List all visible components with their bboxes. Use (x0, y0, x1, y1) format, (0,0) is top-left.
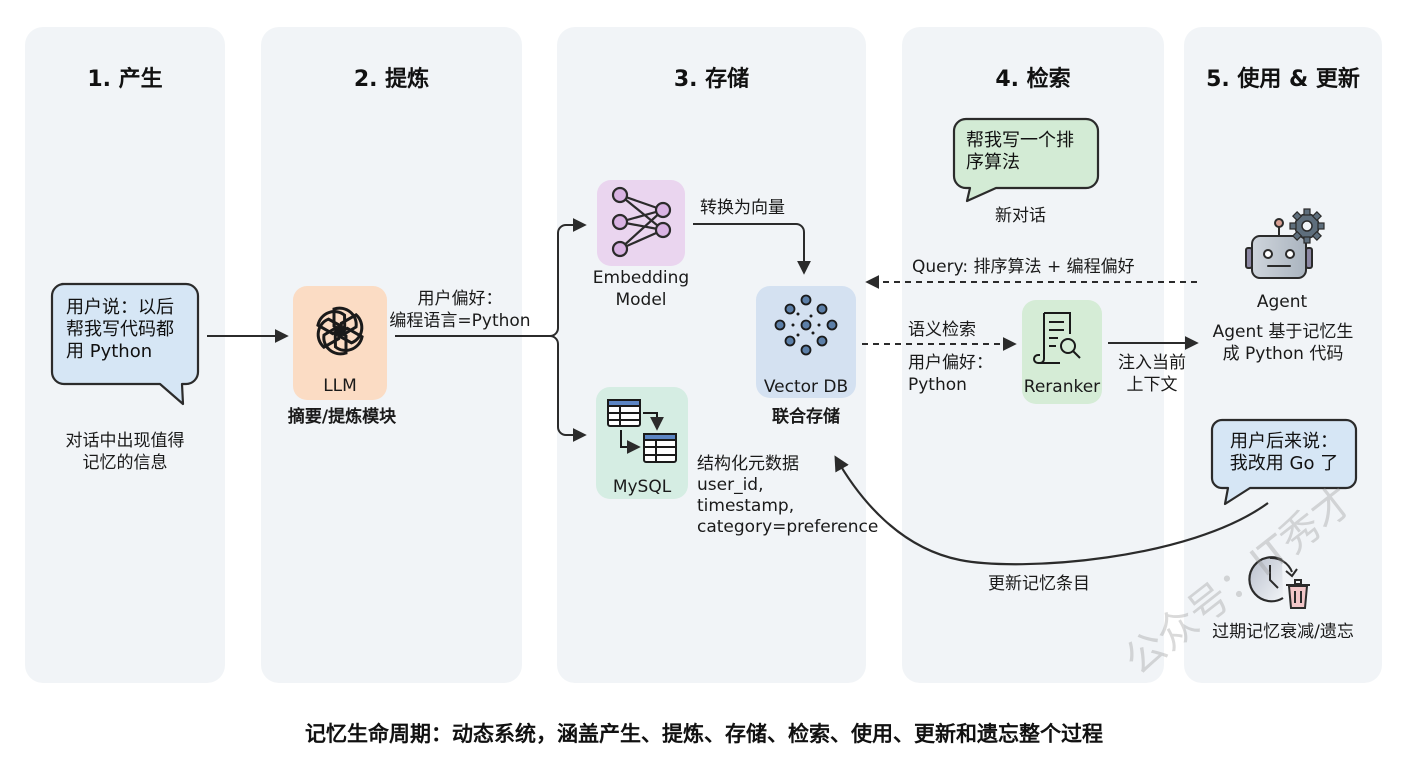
bubble-line: 用户说：以后 (66, 297, 174, 318)
query-label: Query: 排序算法 + 编程偏好 (912, 257, 1135, 277)
stage-title-2: 2. 提炼 (353, 67, 430, 92)
bubble-line: 用 Python (66, 341, 153, 362)
document-search-icon (1033, 312, 1081, 364)
bubble-line: 我改用 Go 了 (1229, 453, 1339, 474)
update-memory-label: 更新记忆条目 (988, 574, 1090, 594)
vectordb-caption: 联合存储 (772, 407, 840, 427)
metadata-line: user_id, (697, 475, 764, 495)
metadata-line: 结构化元数据 (697, 454, 799, 474)
vectordb-tile (756, 286, 856, 398)
bubble-line: 帮我写一个排 (966, 130, 1074, 151)
llm-label: LLM (323, 376, 357, 396)
stage-title-1: 1. 产生 (87, 67, 163, 92)
openai-knot-icon (310, 304, 370, 358)
stage-title-3: 3. 存储 (673, 67, 750, 92)
robot-agent-icon (1245, 218, 1313, 279)
caption-line: 对话中出现值得 (65, 431, 185, 451)
retrieved-preference: 用户偏好： Python (908, 352, 993, 396)
metadata-line: timestamp, (697, 496, 795, 516)
vector-dots-icon (774, 294, 838, 356)
bubble-line: 序算法 (966, 152, 1020, 173)
to-vector-label: 转换为向量 (700, 198, 785, 218)
preference-line: 编程语言=Python (389, 311, 531, 331)
forget-caption: 过期记忆衰减/遗忘 (1212, 622, 1354, 642)
arrow-to-vectordb (693, 223, 811, 275)
extracted-preference: 用户偏好： 编程语言=Python (385, 288, 535, 332)
user-message-text: 用户说：以后 帮我写代码都 用 Python (66, 297, 174, 363)
new-conversation-text: 帮我写一个排 序算法 (966, 130, 1074, 174)
inject-line: 上下文 (1126, 375, 1178, 395)
caption-line: 记忆的信息 (82, 453, 168, 473)
embedding-model-label: Embedding Model (581, 267, 701, 311)
result-line: Python (908, 375, 967, 395)
structured-metadata: 结构化元数据 user_id, timestamp, category=pref… (697, 454, 878, 538)
table-sync-icon (607, 399, 677, 463)
user-message-bubble (50, 282, 200, 406)
semantic-retrieval-label: 语义检索 (908, 320, 976, 340)
preference-line: 用户偏好： (417, 289, 503, 309)
stage-title-4: 4. 检索 (995, 67, 1071, 92)
label-line: Embedding (592, 268, 690, 288)
inject-context-label: 注入当前 上下文 (1110, 352, 1194, 396)
mysql-label: MySQL (612, 477, 672, 497)
bubble-line: 用户后来说： (1230, 431, 1338, 452)
llm-caption: 摘要/提炼模块 (287, 407, 397, 427)
metadata-line: category=preference (697, 517, 879, 537)
new-conversation-caption: 新对话 (995, 206, 1046, 226)
inject-line: 注入当前 (1118, 353, 1186, 373)
branch-connector (395, 218, 587, 442)
vectordb-label: Vector DB (763, 377, 849, 397)
caption-line: 成 Python 代码 (1222, 344, 1344, 364)
user-update-bubble (1210, 418, 1358, 506)
trash-icon (1286, 579, 1310, 609)
caption-line: Agent 基于记忆生 (1212, 322, 1354, 342)
gear-icon (1289, 208, 1325, 244)
embedding-tile (597, 180, 685, 266)
reranker-label: Reranker (1023, 377, 1101, 397)
agent-label: Agent (1256, 292, 1308, 312)
llm-tile (293, 286, 387, 400)
stage1-caption: 对话中出现值得 记忆的信息 (40, 430, 210, 474)
agent-caption: Agent 基于记忆生 成 Python 代码 (1196, 321, 1370, 365)
stage-title-5: 5. 使用 & 更新 (1206, 67, 1360, 92)
bubble-line: 帮我写代码都 (66, 319, 174, 340)
result-line: 用户偏好： (908, 353, 993, 373)
new-conversation-bubble (952, 117, 1100, 203)
label-line: Model (615, 290, 667, 310)
clock-decay-icon (1248, 556, 1298, 603)
user-update-text: 用户后来说： 我改用 Go 了 (1214, 431, 1354, 475)
stage-panel-5: 5. 使用 & 更新 (1184, 27, 1382, 683)
lifecycle-summary: 记忆生命周期：动态系统，涵盖产生、提炼、存储、检索、使用、更新和遗忘整个过程 (305, 722, 1103, 746)
update-memory-arrow (834, 455, 1269, 566)
neural-network-icon (611, 186, 672, 258)
reranker-tile (1022, 300, 1102, 404)
